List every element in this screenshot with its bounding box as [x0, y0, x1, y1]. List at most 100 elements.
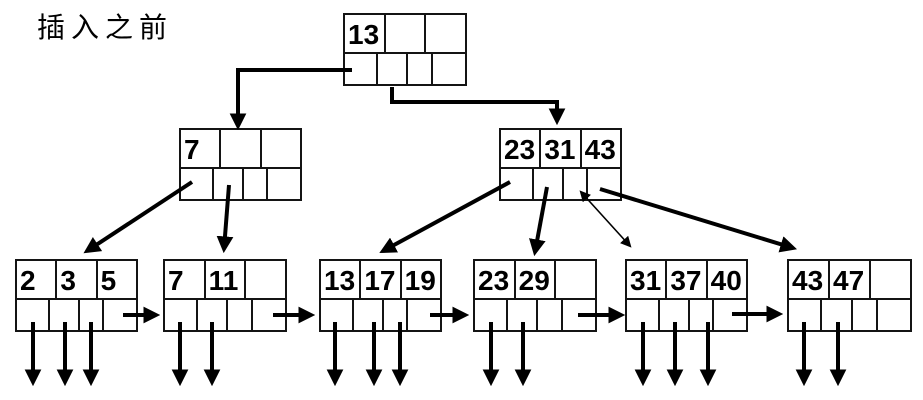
key-row: 43 47 [787, 259, 912, 300]
key-cell [554, 259, 598, 300]
pointer-cell [499, 167, 534, 201]
key-value: 3 [60, 265, 76, 296]
pointer-cell [375, 52, 409, 86]
pointer-cell [586, 167, 622, 201]
pointer-row [787, 298, 912, 332]
pointer-cell [406, 52, 434, 86]
pointer-row [179, 167, 302, 201]
pointer-cell [15, 298, 50, 332]
pointer-cell [536, 298, 564, 332]
key-value: 29 [518, 265, 550, 296]
key-value: 47 [833, 265, 865, 296]
key-cell: 7 [163, 259, 206, 300]
pointer-cell [211, 167, 244, 201]
key-value: 5 [100, 265, 117, 296]
key-value: 23 [478, 265, 510, 296]
edge-node23-to-leaf3 [379, 180, 511, 254]
leaf-node-2: 7 11 [163, 259, 288, 332]
key-value: 13 [348, 19, 380, 50]
key-cell: 11 [203, 259, 247, 300]
key-cell [244, 259, 288, 300]
key-cell: 3 [55, 259, 98, 300]
key-cell: 13 [319, 259, 362, 300]
edge-root-to-left-child [229, 68, 352, 131]
pointer-row [15, 298, 138, 332]
key-cell: 5 [95, 259, 138, 300]
pointer-row [473, 298, 597, 332]
key-value: 2 [20, 265, 36, 296]
key-value: 13 [324, 265, 356, 296]
pointer-cell [266, 167, 302, 201]
key-cell: 29 [513, 259, 557, 300]
key-cell: 43 [787, 259, 830, 300]
key-value: 19 [404, 265, 436, 296]
key-value: 11 [208, 265, 239, 296]
pointer-cell [251, 298, 287, 332]
key-row: 23 31 43 [499, 128, 622, 169]
pointer-cell [195, 298, 229, 332]
key-cell [424, 13, 468, 54]
key-value: 40 [710, 265, 742, 296]
pointer-cell [319, 298, 354, 332]
key-cell [259, 128, 302, 169]
leaf-node-6: 43 47 [787, 259, 912, 332]
key-cell: 7 [179, 128, 222, 169]
pointer-cell [351, 298, 384, 332]
pointer-cell [431, 52, 467, 86]
pointer-row [343, 52, 467, 86]
pointer-cell [381, 298, 409, 332]
edge-root-to-right-child [390, 87, 566, 126]
edge-node7-to-leaf1 [83, 180, 194, 254]
key-value: 7 [184, 134, 200, 165]
key-cell: 23 [499, 128, 542, 169]
key-cell: 13 [343, 13, 386, 54]
leaf-node-5: 31 37 40 [625, 259, 748, 332]
pointer-cell [875, 298, 912, 332]
pointer-cell [343, 52, 378, 86]
pointer-cell [47, 298, 80, 332]
pointer-cell [850, 298, 878, 332]
leaf-node-1: 2 3 5 [15, 259, 138, 332]
pointer-cell [657, 298, 690, 332]
diagram-title: 插入之前 [37, 12, 174, 43]
pointer-cell [473, 298, 508, 332]
edge-node23-to-leaf6 [599, 187, 798, 253]
pointer-row [319, 298, 442, 332]
pointer-cell [102, 298, 138, 332]
key-cell: 31 [539, 128, 582, 169]
pointer-row [625, 298, 748, 332]
key-row: 31 37 40 [625, 259, 748, 300]
key-cell: 23 [473, 259, 516, 300]
key-cell: 40 [705, 259, 748, 300]
key-row: 2 3 5 [15, 259, 138, 300]
pointer-row [163, 298, 287, 332]
key-cell: 31 [625, 259, 668, 300]
key-cell: 19 [399, 259, 442, 300]
pointer-cell [179, 167, 214, 201]
leaf-node-4: 23 29 [473, 259, 598, 332]
key-row: 7 11 [163, 259, 288, 300]
pointer-cell [531, 167, 564, 201]
pointer-cell [787, 298, 823, 332]
key-cell: 2 [15, 259, 58, 300]
key-value: 31 [544, 134, 576, 165]
key-value: 7 [168, 265, 184, 296]
key-row: 13 17 19 [319, 259, 442, 300]
key-cell [383, 13, 427, 54]
root-node: 13 [343, 13, 468, 86]
key-cell [219, 128, 262, 169]
key-row: 13 [343, 13, 468, 54]
key-value: 31 [630, 265, 662, 296]
key-row: 7 [179, 128, 302, 169]
pointer-cell [712, 298, 748, 332]
pointer-cell [561, 298, 597, 332]
key-cell: 17 [359, 259, 402, 300]
leaf-node-3: 13 17 19 [319, 259, 442, 332]
pointer-cell [820, 298, 853, 332]
pointer-cell [226, 298, 254, 332]
key-value: 17 [364, 265, 396, 296]
key-value: 23 [504, 134, 536, 165]
pointer-row [499, 167, 622, 201]
pointer-cell [625, 298, 660, 332]
